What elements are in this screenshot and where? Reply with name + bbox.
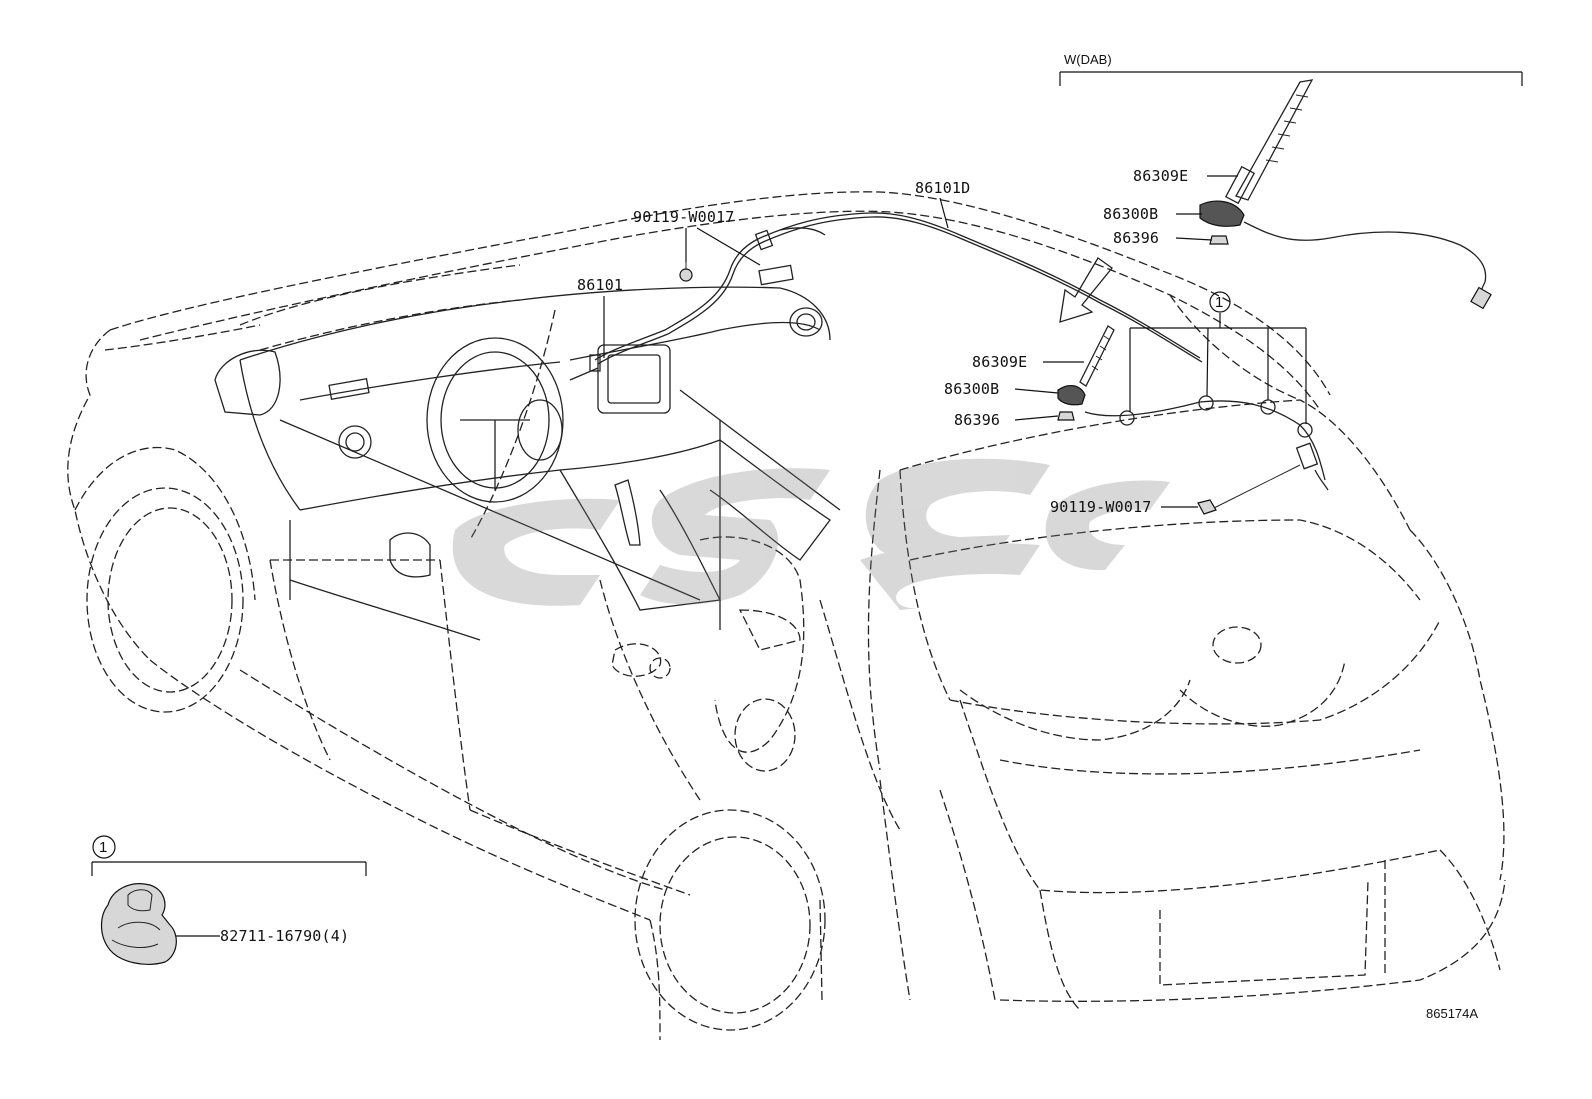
- callout-circles: [92, 291, 1231, 859]
- diagram-id-label: 865174A: [1426, 1006, 1478, 1021]
- part-label-86101: 86101: [577, 276, 623, 294]
- front-bolt: [679, 262, 693, 282]
- part-label-86101d: 86101D: [915, 179, 970, 197]
- watermark-graphic: [452, 458, 1170, 610]
- callout-number-inset: 1: [99, 839, 107, 856]
- part-label-86396-roof: 86396: [954, 411, 1000, 429]
- leader-lines: [91, 71, 1523, 937]
- dab-antenna-assembly: [1199, 79, 1492, 310]
- clamp-part-illustration: [100, 883, 177, 965]
- antenna-cable: [569, 212, 1329, 491]
- variant-header-label: W(DAB): [1064, 52, 1112, 67]
- dashboard: [214, 264, 841, 641]
- part-label-90119-front: 90119-W0017: [633, 208, 735, 226]
- rear-bolt: [1197, 464, 1301, 515]
- car-outline: [67, 191, 1506, 1041]
- part-label-86300b-roof: 86300B: [944, 380, 999, 398]
- roof-antenna-assembly: [1057, 325, 1115, 421]
- install-arrow: [1059, 257, 1113, 323]
- part-label-82711: 82711-16790(4): [220, 927, 349, 945]
- callout-number-roof: 1: [1215, 294, 1223, 311]
- part-label-86396-upper: 86396: [1113, 229, 1159, 247]
- part-label-86309e-upper: 86309E: [1133, 167, 1188, 185]
- part-label-86309e-roof: 86309E: [972, 353, 1027, 371]
- part-label-90119-rear: 90119-W0017: [1050, 498, 1152, 516]
- part-label-86300b-upper: 86300B: [1103, 205, 1158, 223]
